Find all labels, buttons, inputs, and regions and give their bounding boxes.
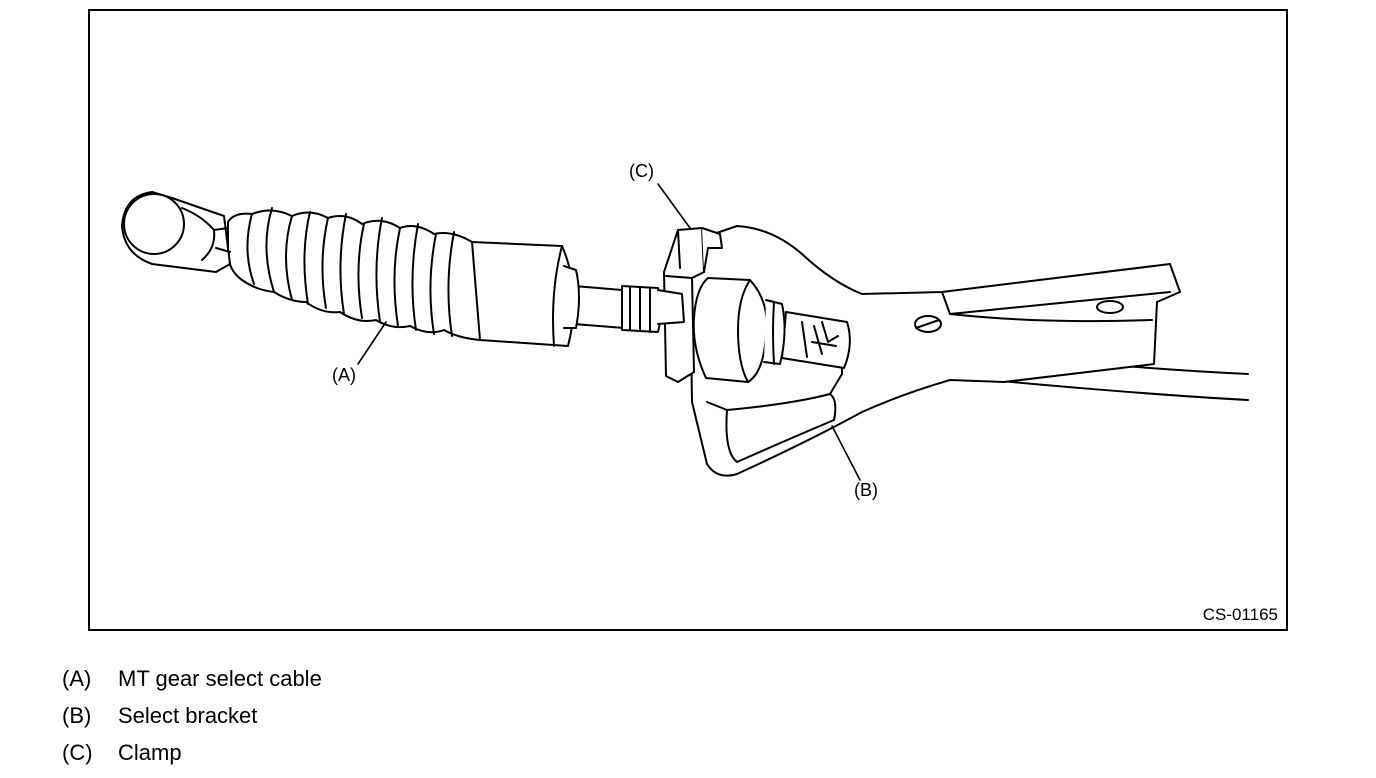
legend-key: (A) (62, 666, 92, 691)
ball-socket-end (121, 191, 231, 273)
bush (692, 277, 786, 383)
callout-c-label: (C) (629, 161, 654, 181)
callout-a-label: (A) (332, 365, 356, 385)
legend-text: Clamp (118, 740, 182, 765)
bellows-boot (227, 207, 481, 341)
boot-sleeve (467, 241, 580, 347)
clamp (663, 227, 723, 383)
legend-key: (B) (62, 703, 92, 728)
figure-frame: (A) (B) (C) CS-01165 (88, 9, 1288, 631)
legend-key: (C) (62, 740, 93, 765)
cable-end-fitting (781, 311, 851, 369)
legend: (A) MT gear select cable (B) Select brac… (62, 660, 322, 771)
legend-item-c: (C) Clamp (62, 734, 322, 771)
inner-rod (573, 285, 685, 333)
legend-item-a: (A) MT gear select cable (62, 660, 322, 697)
cable-bracket-drawing (121, 183, 1249, 481)
figure-id-label: CS-01165 (1202, 605, 1278, 624)
select-bracket (689, 225, 1181, 477)
legend-item-b: (B) Select bracket (62, 697, 322, 734)
callout-b-label: (B) (854, 480, 878, 500)
legend-text: MT gear select cable (118, 666, 322, 691)
legend-text: Select bracket (118, 703, 258, 728)
leader-lines (357, 183, 861, 481)
